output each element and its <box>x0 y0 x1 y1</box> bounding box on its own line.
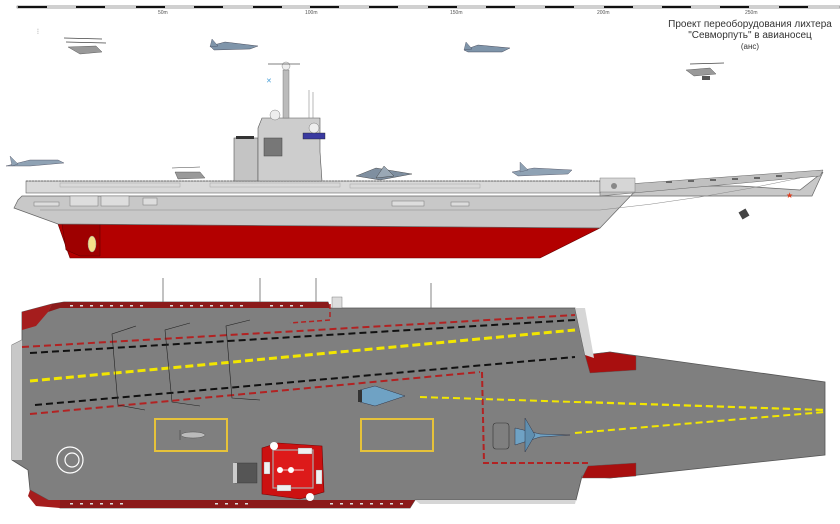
yak-on-deck <box>355 165 413 181</box>
helipad-right <box>360 418 434 452</box>
mig29-flying <box>209 38 259 51</box>
arresting-wires <box>111 319 261 411</box>
scale-label-250: 250m <box>745 10 758 16</box>
scale-label-50: 50m <box>158 10 168 16</box>
author-mark: (анс) <box>740 42 760 51</box>
island-plan <box>233 442 325 501</box>
scale-label-150: 150m <box>450 10 463 16</box>
edge-masts <box>162 278 432 308</box>
star-icon: ★ <box>786 191 793 200</box>
plan-view <box>11 278 826 509</box>
helipad-left <box>154 418 228 452</box>
title-line-1: Проект переоборудования лихтера <box>668 19 832 30</box>
title-line-2: "Севморпуть" в авианосец <box>688 30 812 41</box>
island-superstructure: ✕ <box>233 61 326 182</box>
bow-deck-fittings <box>666 175 782 183</box>
helicopter-ka27-hover-right <box>685 62 725 80</box>
scale-label-200: 200m <box>597 10 610 16</box>
landing-spot-marker <box>56 446 84 474</box>
helicopter-ka27-hover-left <box>63 37 107 55</box>
side-profile: ★ ✕ <box>5 28 824 259</box>
anchor-icon <box>738 208 750 220</box>
su33-on-deck <box>511 161 573 177</box>
deck-markings <box>21 304 826 464</box>
mig29-flying-right <box>463 41 511 53</box>
drawing-title-block: Проект переоборудования лихтера "Севморп… <box>660 19 840 52</box>
propeller-icon <box>87 235 97 253</box>
deck-edge-details <box>70 305 403 505</box>
helicopter-on-deck <box>171 166 206 180</box>
su33-launch-position <box>492 417 571 453</box>
mast-marker-icon: ⫶ <box>37 28 39 36</box>
mig29-parked <box>358 385 406 407</box>
naval-flag-icon: ✕ <box>266 78 272 85</box>
scale-label-100: 100m <box>305 10 318 16</box>
scale-bar <box>16 5 840 9</box>
helicopter-in-box <box>179 430 206 440</box>
su33-on-ramp <box>5 155 65 167</box>
